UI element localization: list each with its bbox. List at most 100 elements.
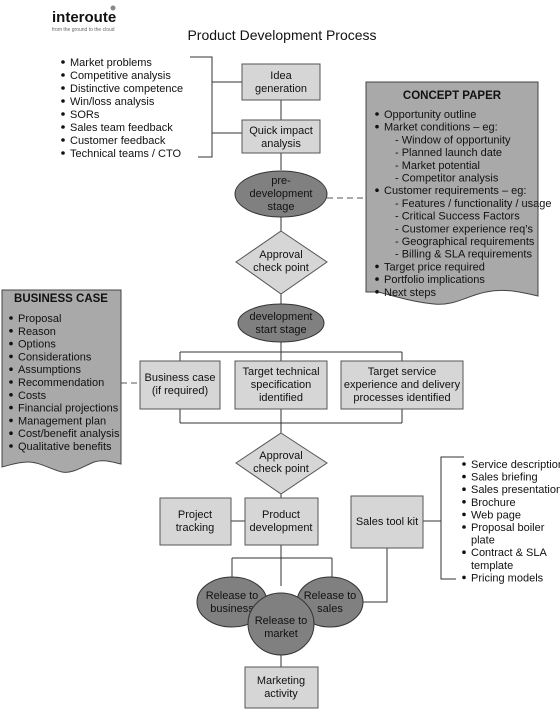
development-start-stage-node: development start stage	[237, 303, 325, 343]
release-to-sales-node: Release to sales	[296, 576, 364, 628]
bullet	[9, 418, 13, 423]
quick-impact-analysis-node: Quick impact analysis	[241, 119, 321, 154]
bullet	[375, 112, 379, 116]
svg-text:Release to: Release to	[304, 590, 357, 602]
svg-text:activity: activity	[264, 688, 298, 700]
input-item: Technical teams / CTO	[70, 148, 182, 160]
bullet	[462, 550, 466, 554]
input-item: Distinctive competence	[70, 83, 183, 95]
concept-paper-subitem: - Customer experience req’s	[395, 223, 533, 235]
svg-text:Idea: Idea	[270, 70, 292, 82]
input-item: Win/loss analysis	[70, 96, 155, 108]
bullet	[9, 393, 13, 397]
interoute-logo: interoute from the ground to the cloud	[52, 5, 116, 33]
business-case-item: Costs	[18, 390, 47, 402]
bullet	[462, 474, 466, 479]
concept-paper-item: Opportunity outline	[384, 109, 476, 121]
bullet	[462, 500, 466, 504]
bullet	[375, 264, 379, 269]
business-case-item: Cost/benefit analysis	[18, 428, 120, 440]
bullet	[462, 575, 466, 580]
bullet	[9, 329, 13, 333]
concept-paper-subitem: - Geographical requirements	[395, 236, 535, 248]
business-case-item: Considerations	[18, 351, 92, 363]
business-case-item: Recommendation	[18, 377, 104, 389]
bullet	[9, 367, 13, 372]
svg-text:check point: check point	[253, 262, 309, 274]
concept-paper-title: CONCEPT PAPER	[403, 90, 502, 102]
business-case-item: Management plan	[18, 415, 106, 427]
svg-text:Approval: Approval	[259, 450, 302, 462]
input-item: SORs	[70, 109, 100, 121]
input-item: Competitive analysis	[70, 70, 171, 82]
approval-checkpoint-1: Approval check point	[235, 230, 328, 295]
bullet	[375, 124, 379, 129]
bullet	[9, 316, 13, 320]
sales-tool-item: Proposal boiler	[471, 522, 545, 534]
bullet	[462, 487, 466, 492]
svg-text:Approval: Approval	[259, 249, 302, 261]
target-service-experience-node: Target service experience and delivery p…	[340, 360, 464, 410]
svg-text:development: development	[250, 188, 313, 200]
concept-paper-item: Portfolio implications	[384, 274, 485, 286]
idea-generation-node: Idea generation	[241, 63, 321, 101]
connectors	[121, 56, 464, 667]
svg-text:Marketing: Marketing	[257, 675, 305, 687]
svg-text:tracking: tracking	[176, 522, 215, 534]
business-case-title: BUSINESS CASE	[14, 293, 108, 305]
inputs-list: Market problems Competitive analysis Dis…	[61, 57, 183, 160]
concept-paper-subitem: - Critical Success Factors	[395, 211, 520, 223]
bullet	[9, 354, 13, 359]
sales-tool-item: Sales presentation	[471, 484, 560, 496]
svg-text:check point: check point	[253, 463, 309, 475]
sales-tool-item: Brochure	[471, 497, 516, 509]
svg-text:stage: stage	[268, 201, 295, 213]
svg-text:pre-: pre-	[271, 175, 291, 187]
concept-paper-item: Customer requirements – eg:	[384, 185, 526, 197]
sales-tool-item: Pricing models	[471, 572, 544, 584]
sales-tool-item: Service description	[471, 459, 560, 471]
project-tracking-node: Project tracking	[159, 497, 232, 546]
svg-text:Sales tool kit: Sales tool kit	[356, 516, 418, 528]
concept-paper-subitem: - Billing & SLA requirements	[395, 249, 532, 261]
bullet	[462, 462, 466, 466]
concept-paper-document: CONCEPT PAPER Opportunity outlineMarket …	[365, 81, 552, 305]
svg-text:business: business	[210, 603, 254, 615]
business-case-item: Qualitative benefits	[18, 441, 112, 453]
concept-paper-subitem: - Competitor analysis	[395, 173, 499, 185]
concept-paper-subitem: - Features / functionality / usage	[395, 198, 552, 210]
svg-text:Target technical: Target technical	[242, 366, 319, 378]
bullet	[9, 380, 13, 384]
bullet	[9, 341, 13, 346]
svg-text:development: development	[250, 522, 313, 534]
product-development-node: Product development	[244, 497, 319, 546]
concept-paper-item: Target price required	[384, 261, 485, 273]
release-to-market-node: Release to market	[247, 592, 315, 656]
bullet	[9, 431, 13, 436]
sales-tool-item: plate	[471, 535, 495, 547]
svg-text:Project: Project	[178, 509, 212, 521]
business-case-item: Reason	[18, 326, 56, 338]
input-item: Customer feedback	[70, 135, 166, 147]
target-technical-spec-node: Target technical specification identifie…	[234, 360, 328, 410]
marketing-activity-node: Marketing activity	[244, 666, 319, 709]
approval-checkpoint-2: Approval check point	[235, 432, 328, 495]
pre-development-stage-node: pre- development stage	[234, 170, 328, 218]
business-case-document: BUSINESS CASE ProposalReasonOptionsConsi…	[1, 289, 122, 473]
svg-text:start stage: start stage	[255, 324, 306, 336]
svg-text:sales: sales	[317, 603, 343, 615]
diagram-title: Product Development Process	[187, 27, 376, 43]
sales-tool-kit-node: Sales tool kit	[350, 495, 424, 549]
svg-text:experience and delivery: experience and delivery	[344, 379, 461, 391]
svg-text:Release to: Release to	[206, 590, 259, 602]
bullet	[9, 444, 13, 448]
business-case-item: Proposal	[18, 313, 61, 325]
sales-tool-item: template	[471, 560, 513, 572]
svg-text:(if required): (if required)	[152, 385, 208, 397]
bullet	[375, 277, 379, 281]
concept-paper-subitem: - Market potential	[395, 160, 480, 172]
concept-paper-item: Next steps	[384, 287, 436, 299]
business-case-item: Financial projections	[18, 403, 119, 415]
bullet	[375, 188, 379, 192]
